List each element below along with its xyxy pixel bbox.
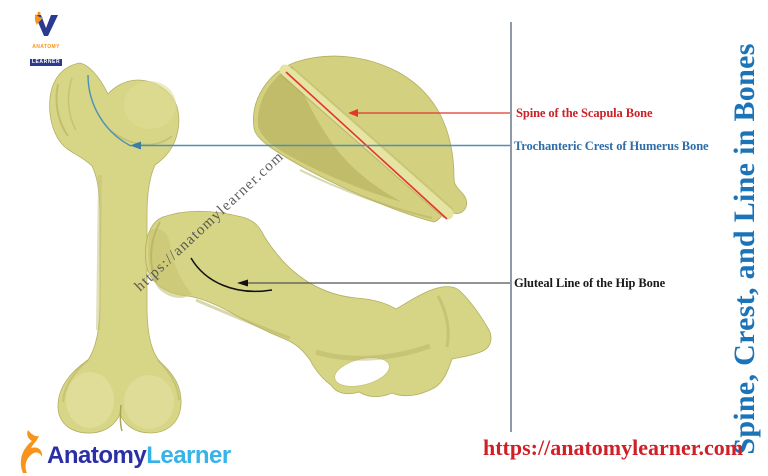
corner-logo-v-icon [34, 11, 58, 36]
scapula-fossa-shading [257, 66, 402, 202]
hip-bone [144, 210, 492, 398]
label-spine-of-scapula: Spine of the Scapula Bone [516, 106, 653, 120]
label-trochanteric-crest: Trochanteric Crest of Humerus Bone [514, 139, 709, 153]
page-title: Spine, Crest, and Line in Bones [728, 43, 761, 455]
corner-logo-learner-text: LEARNER [29, 59, 63, 66]
label-gluteal-line: Gluteal Line of the Hip Bone [514, 276, 666, 290]
humerus-condyle-right [124, 375, 174, 429]
footer-logo-learner-text: Learner [146, 442, 231, 469]
hip-gluteal-arrow [190, 257, 510, 293]
humerus-condyle-left [66, 372, 114, 428]
scapula-spine-ridge [279, 64, 454, 220]
footer-logo: Anatomy Learner [15, 429, 231, 473]
iliac-crest-shading [148, 228, 192, 298]
footer-logo-anatomy-text: Anatomy [47, 442, 147, 469]
obturator-foramen [334, 357, 390, 387]
humerus-bone [49, 62, 182, 434]
label-divider-line [510, 22, 512, 432]
leaping-animal-icon [20, 430, 43, 473]
humerus-head-highlight [124, 81, 176, 129]
footer-url: https://anatomylearner.com [483, 435, 744, 460]
humerus-crest-arrow [87, 74, 510, 150]
corner-logo: ANATOMY LEARNER [27, 11, 65, 68]
corner-logo-anatomy-text: ANATOMY [32, 44, 60, 50]
